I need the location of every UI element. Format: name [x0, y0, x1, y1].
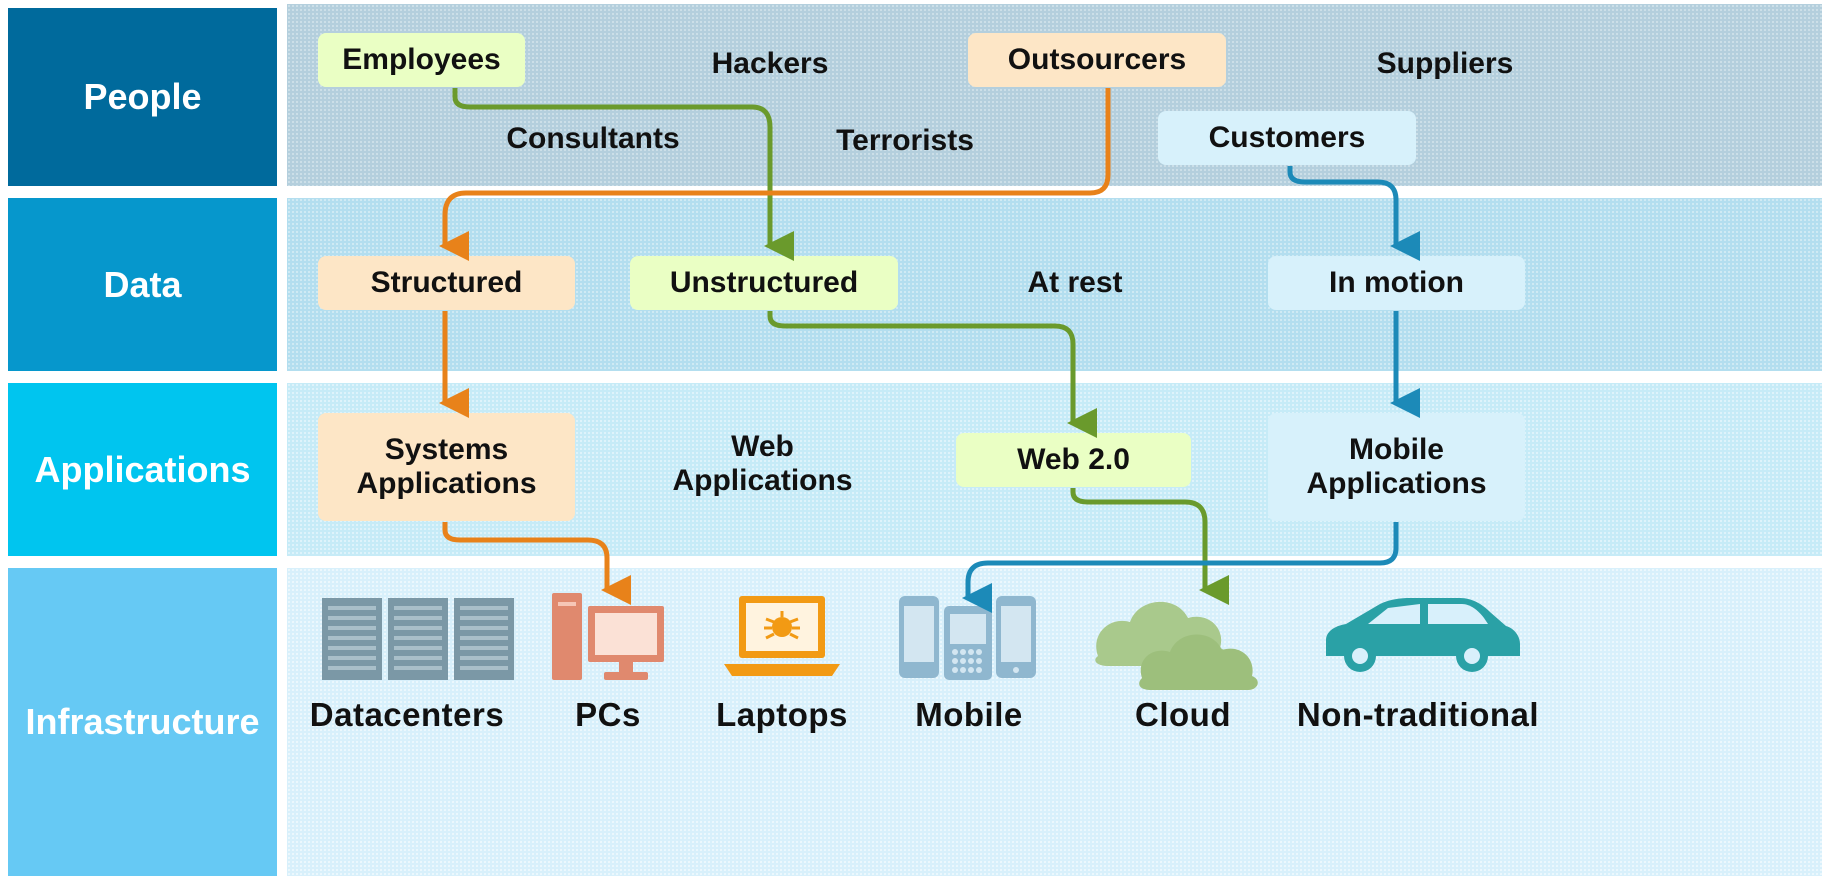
laptop-icon	[724, 596, 840, 676]
node-employees-label: Employees	[342, 43, 501, 77]
car-icon	[1326, 598, 1520, 672]
node-customers-label: Customers	[1208, 121, 1366, 155]
node-systems-applications: Systems Applications	[318, 413, 575, 521]
layer-data: Data	[8, 198, 277, 371]
arrow-customers-in-motion	[1287, 166, 1420, 261]
layer-people: People	[8, 8, 277, 186]
layer-infrastructure: Infrastructure	[8, 568, 277, 876]
label-pcs: PCs	[575, 696, 641, 733]
label-laptops: Laptops	[716, 696, 848, 733]
node-outsourcers-label: Outsourcers	[1007, 43, 1187, 77]
node-at-rest: At rest	[1027, 266, 1123, 299]
node-systems-line2: Applications	[356, 467, 537, 500]
layer-applications-label: Applications	[34, 448, 251, 490]
pc-icon	[552, 593, 664, 680]
node-customers: Customers	[1158, 111, 1416, 165]
node-hackers: Hackers	[711, 47, 829, 80]
node-consultants: Consultants	[506, 122, 680, 155]
node-mobile-line1: Mobile	[1349, 433, 1444, 467]
node-suppliers: Suppliers	[1376, 47, 1514, 80]
node-terrorists: Terrorists	[836, 124, 974, 157]
arrow-systems-pcs	[442, 522, 631, 605]
layer-infrastructure-label: Infrastructure	[25, 701, 260, 742]
datacenter-icon	[322, 598, 514, 680]
arrow-mobile-apps-mobile	[962, 522, 1399, 613]
arrow-web20-cloud	[1070, 488, 1229, 605]
layer-applications: Applications	[8, 383, 277, 556]
node-web-2-0: Web 2.0	[956, 433, 1191, 487]
layer-data-label: Data	[103, 263, 182, 305]
node-web-line2: Applications	[672, 463, 853, 497]
node-web-applications: Web Applications	[645, 430, 880, 497]
node-systems-line1: Systems	[384, 433, 509, 467]
cloud-icon	[1095, 601, 1258, 690]
arrow-unstructured-web20	[767, 311, 1097, 438]
arrow-employees-unstructured	[452, 88, 794, 261]
label-cloud: Cloud	[1135, 696, 1231, 733]
label-datacenters: Datacenters	[309, 696, 505, 733]
node-outsourcers: Outsourcers	[968, 33, 1226, 87]
arrow-outsourcers-structured	[439, 88, 1111, 261]
node-web-line1: Web	[731, 430, 794, 463]
layer-people-label: People	[83, 76, 202, 117]
label-mobile: Mobile	[915, 696, 1023, 733]
node-unstructured-label: Unstructured	[669, 266, 859, 300]
mobile-devices-icon	[899, 596, 1036, 680]
node-in-motion-label: In motion	[1329, 266, 1464, 300]
node-mobile-line2: Applications	[1306, 467, 1487, 500]
infrastructure-band	[287, 568, 1822, 876]
node-structured-label: Structured	[370, 266, 523, 300]
label-non-traditional: Non-traditional	[1296, 696, 1540, 733]
node-unstructured: Unstructured	[630, 256, 898, 310]
node-web-2-0-label: Web 2.0	[1017, 443, 1130, 477]
node-structured: Structured	[318, 256, 575, 310]
node-employees: Employees	[318, 33, 525, 87]
node-in-motion: In motion	[1268, 256, 1525, 310]
node-mobile-applications: Mobile Applications	[1268, 413, 1525, 521]
